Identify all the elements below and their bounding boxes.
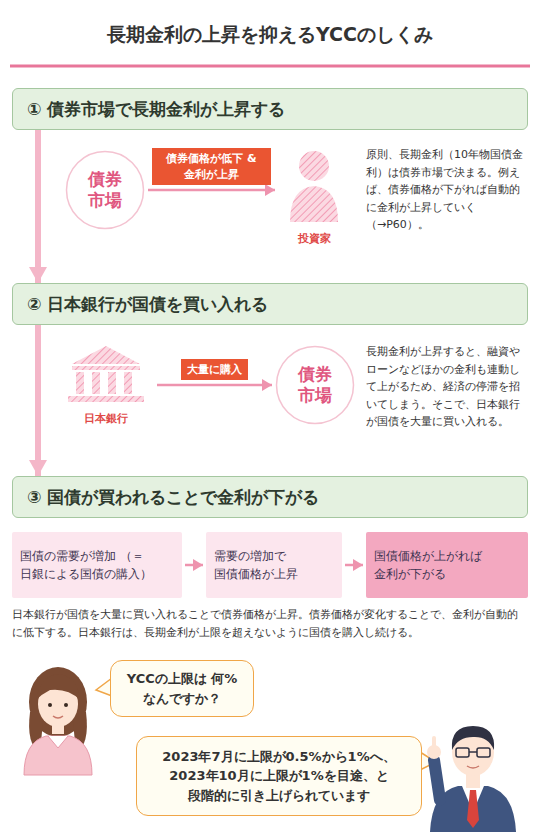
note-text: 原則、長期金利（10年物国債金利）は債券市場で決まる。例えば、債券価格が下がれば… <box>366 146 528 234</box>
node-text: 投資家 <box>298 231 331 246</box>
connector-arrow <box>345 564 363 567</box>
node-text: 債券 市場 <box>295 364 335 407</box>
connector-arrow <box>185 564 203 567</box>
node-text: 2023年7月に上限が0.5%から1%へ、 2023年10月に上限が1%を目途、… <box>147 747 411 806</box>
flow-arrow <box>35 325 41 476</box>
note-text: 長期金利が上昇すると、融資やローンなどほかの金利も連動して上がるため、経済の停滞… <box>366 343 528 431</box>
node-text: 日本銀行 <box>84 411 128 426</box>
icon-node: 日本銀行 <box>58 344 154 426</box>
node-text: ① 債券市場で長期金利が上昇する <box>27 98 285 121</box>
market-circle: 債券 市場 <box>275 345 355 425</box>
process-box: 国債の需要が増加 （＝日銀による国債の購入） <box>12 532 182 598</box>
diagram-title: 長期金利の上昇を抑えるYCCのしくみ <box>10 22 530 48</box>
woman-figure <box>24 667 92 775</box>
node-text: 債券 市場 <box>85 169 125 212</box>
section-header: ② 日本銀行が国債を買い入れる <box>12 283 528 325</box>
node-text: ③ 国債が買われることで金利が下がる <box>27 486 319 509</box>
edge-label: 債券価格が低下 &金利が上昇 <box>152 148 271 185</box>
result-box: 国債価格が上がれば 金利が下がる <box>366 532 528 598</box>
process-box: 需要の増加で 国債価格が上昇 <box>206 532 342 598</box>
edge-label: 大量に購入 <box>181 359 248 380</box>
node-text: ② 日本銀行が国債を買い入れる <box>27 293 268 316</box>
market-circle: 債券 市場 <box>65 150 145 230</box>
section-header: ① 債券市場で長期金利が上昇する <box>12 88 528 130</box>
note-text: 日本銀行が国債を大量に買い入れることで債券価格が上昇。債券価格が変化することで、… <box>12 606 528 641</box>
title-underline <box>10 65 530 68</box>
node-text: 国債価格が上がれば 金利が下がる <box>374 547 520 583</box>
investor-icon <box>278 146 350 246</box>
speech-bubble: YCCの上限は 何%なんですか？ <box>110 660 254 717</box>
speech-bubble: 2023年7月に上限が0.5%から1%へ、 2023年10月に上限が1%を目途、… <box>136 736 422 816</box>
node-text: 国債の需要が増加 （＝日銀による国債の購入） <box>20 547 174 583</box>
connector-arrow <box>157 384 272 387</box>
connector-arrow <box>148 189 275 192</box>
node-text: YCCの上限は 何%なんですか？ <box>121 669 243 708</box>
icon-node: 投資家 <box>278 146 350 246</box>
man-figure <box>427 726 516 832</box>
node-text: 需要の増加で 国債価格が上昇 <box>214 547 334 583</box>
section-header: ③ 国債が買われることで金利が下がる <box>12 476 528 518</box>
flow-arrow <box>35 130 41 283</box>
